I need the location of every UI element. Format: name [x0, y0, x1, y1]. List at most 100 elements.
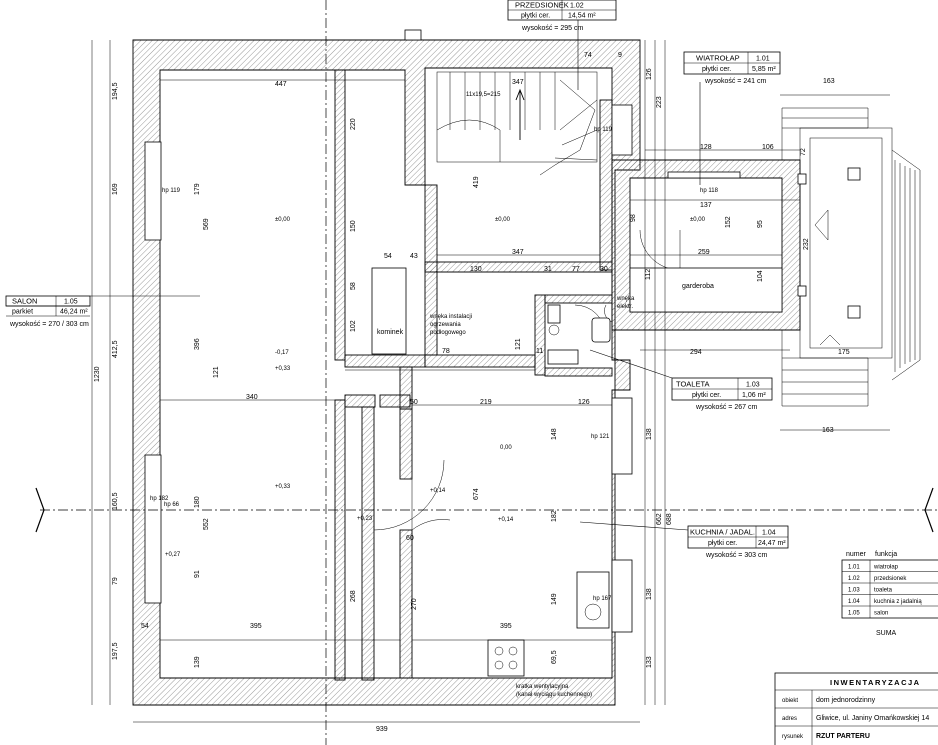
svg-text:163: 163 — [822, 427, 834, 434]
title-block-title: INWENTARYZACJA — [830, 678, 921, 687]
svg-text:662: 662 — [656, 513, 663, 525]
room-area: 14,54 m² — [568, 13, 596, 20]
table-header-funkcja: funkcja — [875, 551, 897, 558]
label-stairs: 11x19,5=215 — [466, 92, 501, 98]
svg-text:412,5: 412,5 — [112, 340, 119, 358]
svg-text:hp 121: hp 121 — [591, 434, 610, 440]
svg-text:194,5: 194,5 — [112, 82, 119, 100]
burner-icon — [494, 660, 504, 670]
staircase — [436, 71, 598, 176]
svg-text:106: 106 — [762, 144, 774, 151]
label-kominek: kominek — [377, 329, 404, 336]
kitchen-sink — [576, 571, 610, 629]
svg-text:128: 128 — [700, 144, 712, 151]
svg-text:220: 220 — [350, 118, 357, 130]
svg-text:294: 294 — [690, 349, 702, 356]
room-tag-toaleta[interactable]: TOALETA 1.03 płytki cer. 1,06 m² wysokoś… — [671, 377, 773, 411]
table-cell: salon — [874, 611, 888, 617]
svg-text:+0,27: +0,27 — [165, 552, 181, 558]
svg-text:hp 167: hp 167 — [593, 596, 612, 602]
room-number: 1.03 — [746, 382, 760, 389]
room-tag-przedsionek[interactable]: PRZEDSIONEK 1.02 płytki cer. 14,54 m² wy… — [507, 0, 617, 32]
svg-text:74: 74 — [584, 52, 592, 59]
room-tag-wiatrolap[interactable]: WIATROŁAP 1.01 płytki cer. 5,85 m² wysok… — [683, 51, 781, 85]
room-name: PRZEDSIONEK — [515, 1, 569, 10]
svg-text:268: 268 — [350, 590, 357, 602]
windows — [144, 104, 633, 633]
stove — [487, 639, 525, 677]
svg-text:11: 11 — [536, 348, 543, 355]
svg-text:160,5: 160,5 — [112, 492, 119, 510]
svg-text:0,00: 0,00 — [500, 445, 512, 451]
porch-column — [847, 167, 861, 181]
leader-kuchnia — [579, 521, 689, 531]
svg-text:674: 674 — [473, 488, 480, 500]
svg-text:±0,00: ±0,00 — [495, 217, 511, 223]
room-height: wysokość = 270 / 303 cm — [9, 321, 89, 328]
svg-text:79: 79 — [112, 577, 119, 585]
section-marker-icon — [35, 487, 45, 533]
svg-text:72: 72 — [800, 148, 807, 156]
room-number: 1.05 — [64, 299, 78, 306]
adres-value: Gliwice, ul. Janiny Omańkowskiej 14 — [816, 715, 929, 722]
table-row: 1.02 przedsionek — [848, 576, 907, 582]
chimney-stub — [404, 29, 422, 41]
svg-text:60: 60 — [406, 535, 414, 542]
sink-bowl-icon — [584, 603, 602, 621]
svg-text:91: 91 — [194, 570, 201, 578]
svg-text:69,5: 69,5 — [551, 650, 558, 664]
svg-text:hp 119: hp 119 — [594, 127, 613, 133]
svg-text:347: 347 — [512, 249, 524, 256]
svg-text:259: 259 — [698, 249, 710, 256]
floor-levels: ±0,00 ±0,00 ±0,00 -0,17 +0,33 +0,33 +0,2… — [165, 217, 706, 558]
svg-text:552: 552 — [203, 518, 210, 530]
vestibule-window — [667, 171, 741, 179]
porch-steps-bottom — [781, 330, 869, 407]
burner-icon — [494, 646, 504, 656]
label-wneka-elektr-1: wnęka — [616, 296, 635, 302]
burner-icon — [508, 660, 518, 670]
svg-text:139: 139 — [194, 656, 201, 668]
svg-text:121: 121 — [515, 338, 522, 350]
svg-text:78: 78 — [442, 348, 450, 355]
svg-text:270: 270 — [411, 598, 418, 610]
adres-label: adres — [782, 716, 797, 722]
room-area: 1,06 m² — [742, 392, 766, 399]
toilet-tank — [547, 304, 561, 324]
dims-top: 447 220 347 74 9 126 163 — [275, 52, 835, 130]
svg-text:126: 126 — [578, 399, 590, 406]
svg-text:hp 118: hp 118 — [700, 188, 719, 194]
room-name: TOALETA — [676, 380, 709, 389]
label-wneka-elektr-2: elektr. — [617, 304, 633, 310]
label-garderoba: garderoba — [682, 283, 714, 290]
table-cell: 1.03 — [848, 588, 860, 594]
svg-text:149: 149 — [551, 593, 558, 605]
porch-outline — [799, 127, 893, 359]
table-row: 1.05 salon — [848, 611, 888, 617]
svg-text:197,5: 197,5 — [112, 642, 119, 660]
leader-toaleta — [589, 349, 673, 379]
room-floor: płytki cer. — [708, 540, 737, 547]
svg-text:54: 54 — [384, 253, 392, 260]
svg-text:347: 347 — [512, 79, 524, 86]
svg-text:130: 130 — [470, 266, 482, 273]
room-tag-salon[interactable]: SALON 1.05 parkiet 46,24 m² wysokość = 2… — [5, 295, 91, 328]
room-number: 1.04 — [762, 530, 776, 537]
svg-text:+0,14: +0,14 — [498, 517, 514, 523]
svg-text:180: 180 — [194, 496, 201, 508]
svg-text:133: 133 — [646, 656, 653, 668]
svg-text:+0,23: +0,23 — [357, 516, 373, 522]
room-number: 1.01 — [756, 56, 770, 63]
stair-arrow-icon — [515, 88, 525, 101]
svg-text:102: 102 — [350, 320, 357, 332]
room-tag-kuchnia[interactable]: KUCHNIA / JADAL. 1.04 płytki cer. 24,47 … — [687, 525, 789, 559]
svg-text:95: 95 — [757, 220, 764, 228]
svg-text:163: 163 — [823, 78, 835, 85]
room-height: wysokość = 267 cm — [695, 404, 757, 411]
ramp-outline — [891, 149, 921, 381]
svg-text:77: 77 — [572, 266, 580, 273]
dims-bottom: 54 395 395 939 — [141, 623, 512, 733]
room-name: KUCHNIA / JADAL. — [690, 528, 755, 537]
obiekt-value: dom jednorodzinny — [816, 697, 876, 704]
